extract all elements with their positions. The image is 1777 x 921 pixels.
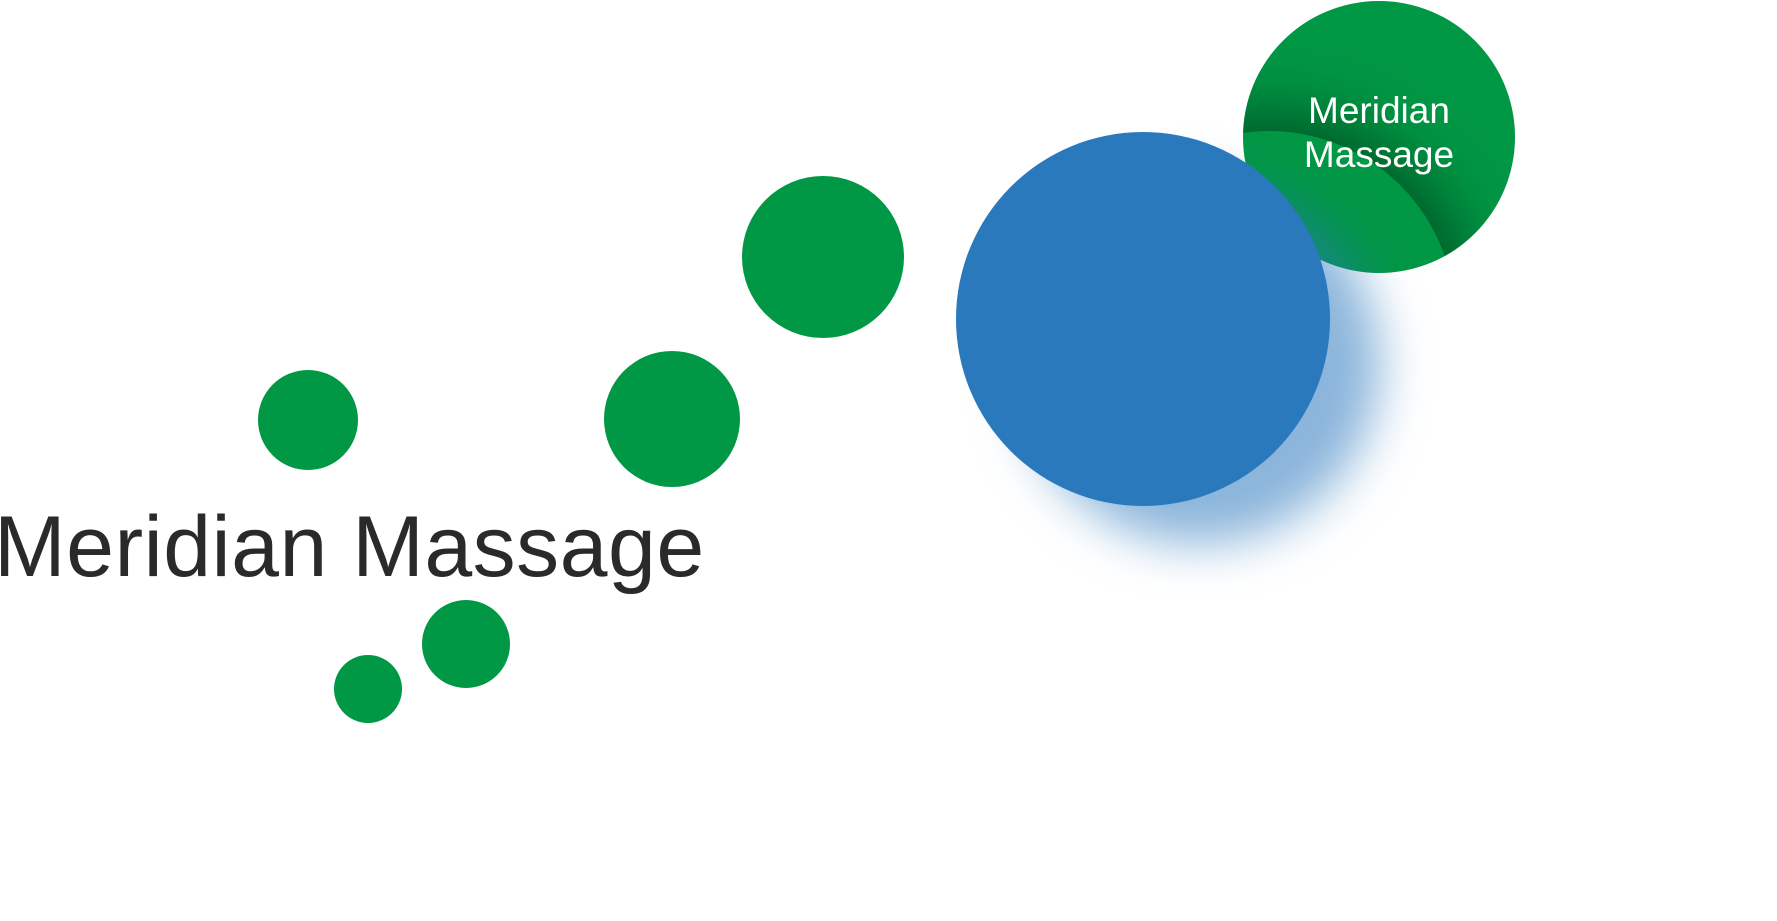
green-circle-small-3 xyxy=(334,655,402,723)
main-title: Meridian Massage xyxy=(0,499,705,595)
green-circle-medium-2 xyxy=(742,176,904,338)
circle-label-line2: Massage xyxy=(1303,134,1455,175)
circle-label-line1: Meridian xyxy=(1308,90,1450,131)
green-circle-small-1 xyxy=(258,370,358,470)
green-circle-medium-1 xyxy=(604,351,740,487)
circle-label: Meridian Massage xyxy=(1304,89,1454,177)
green-circle-small-2 xyxy=(422,600,510,688)
blue-circle-large xyxy=(956,132,1330,506)
